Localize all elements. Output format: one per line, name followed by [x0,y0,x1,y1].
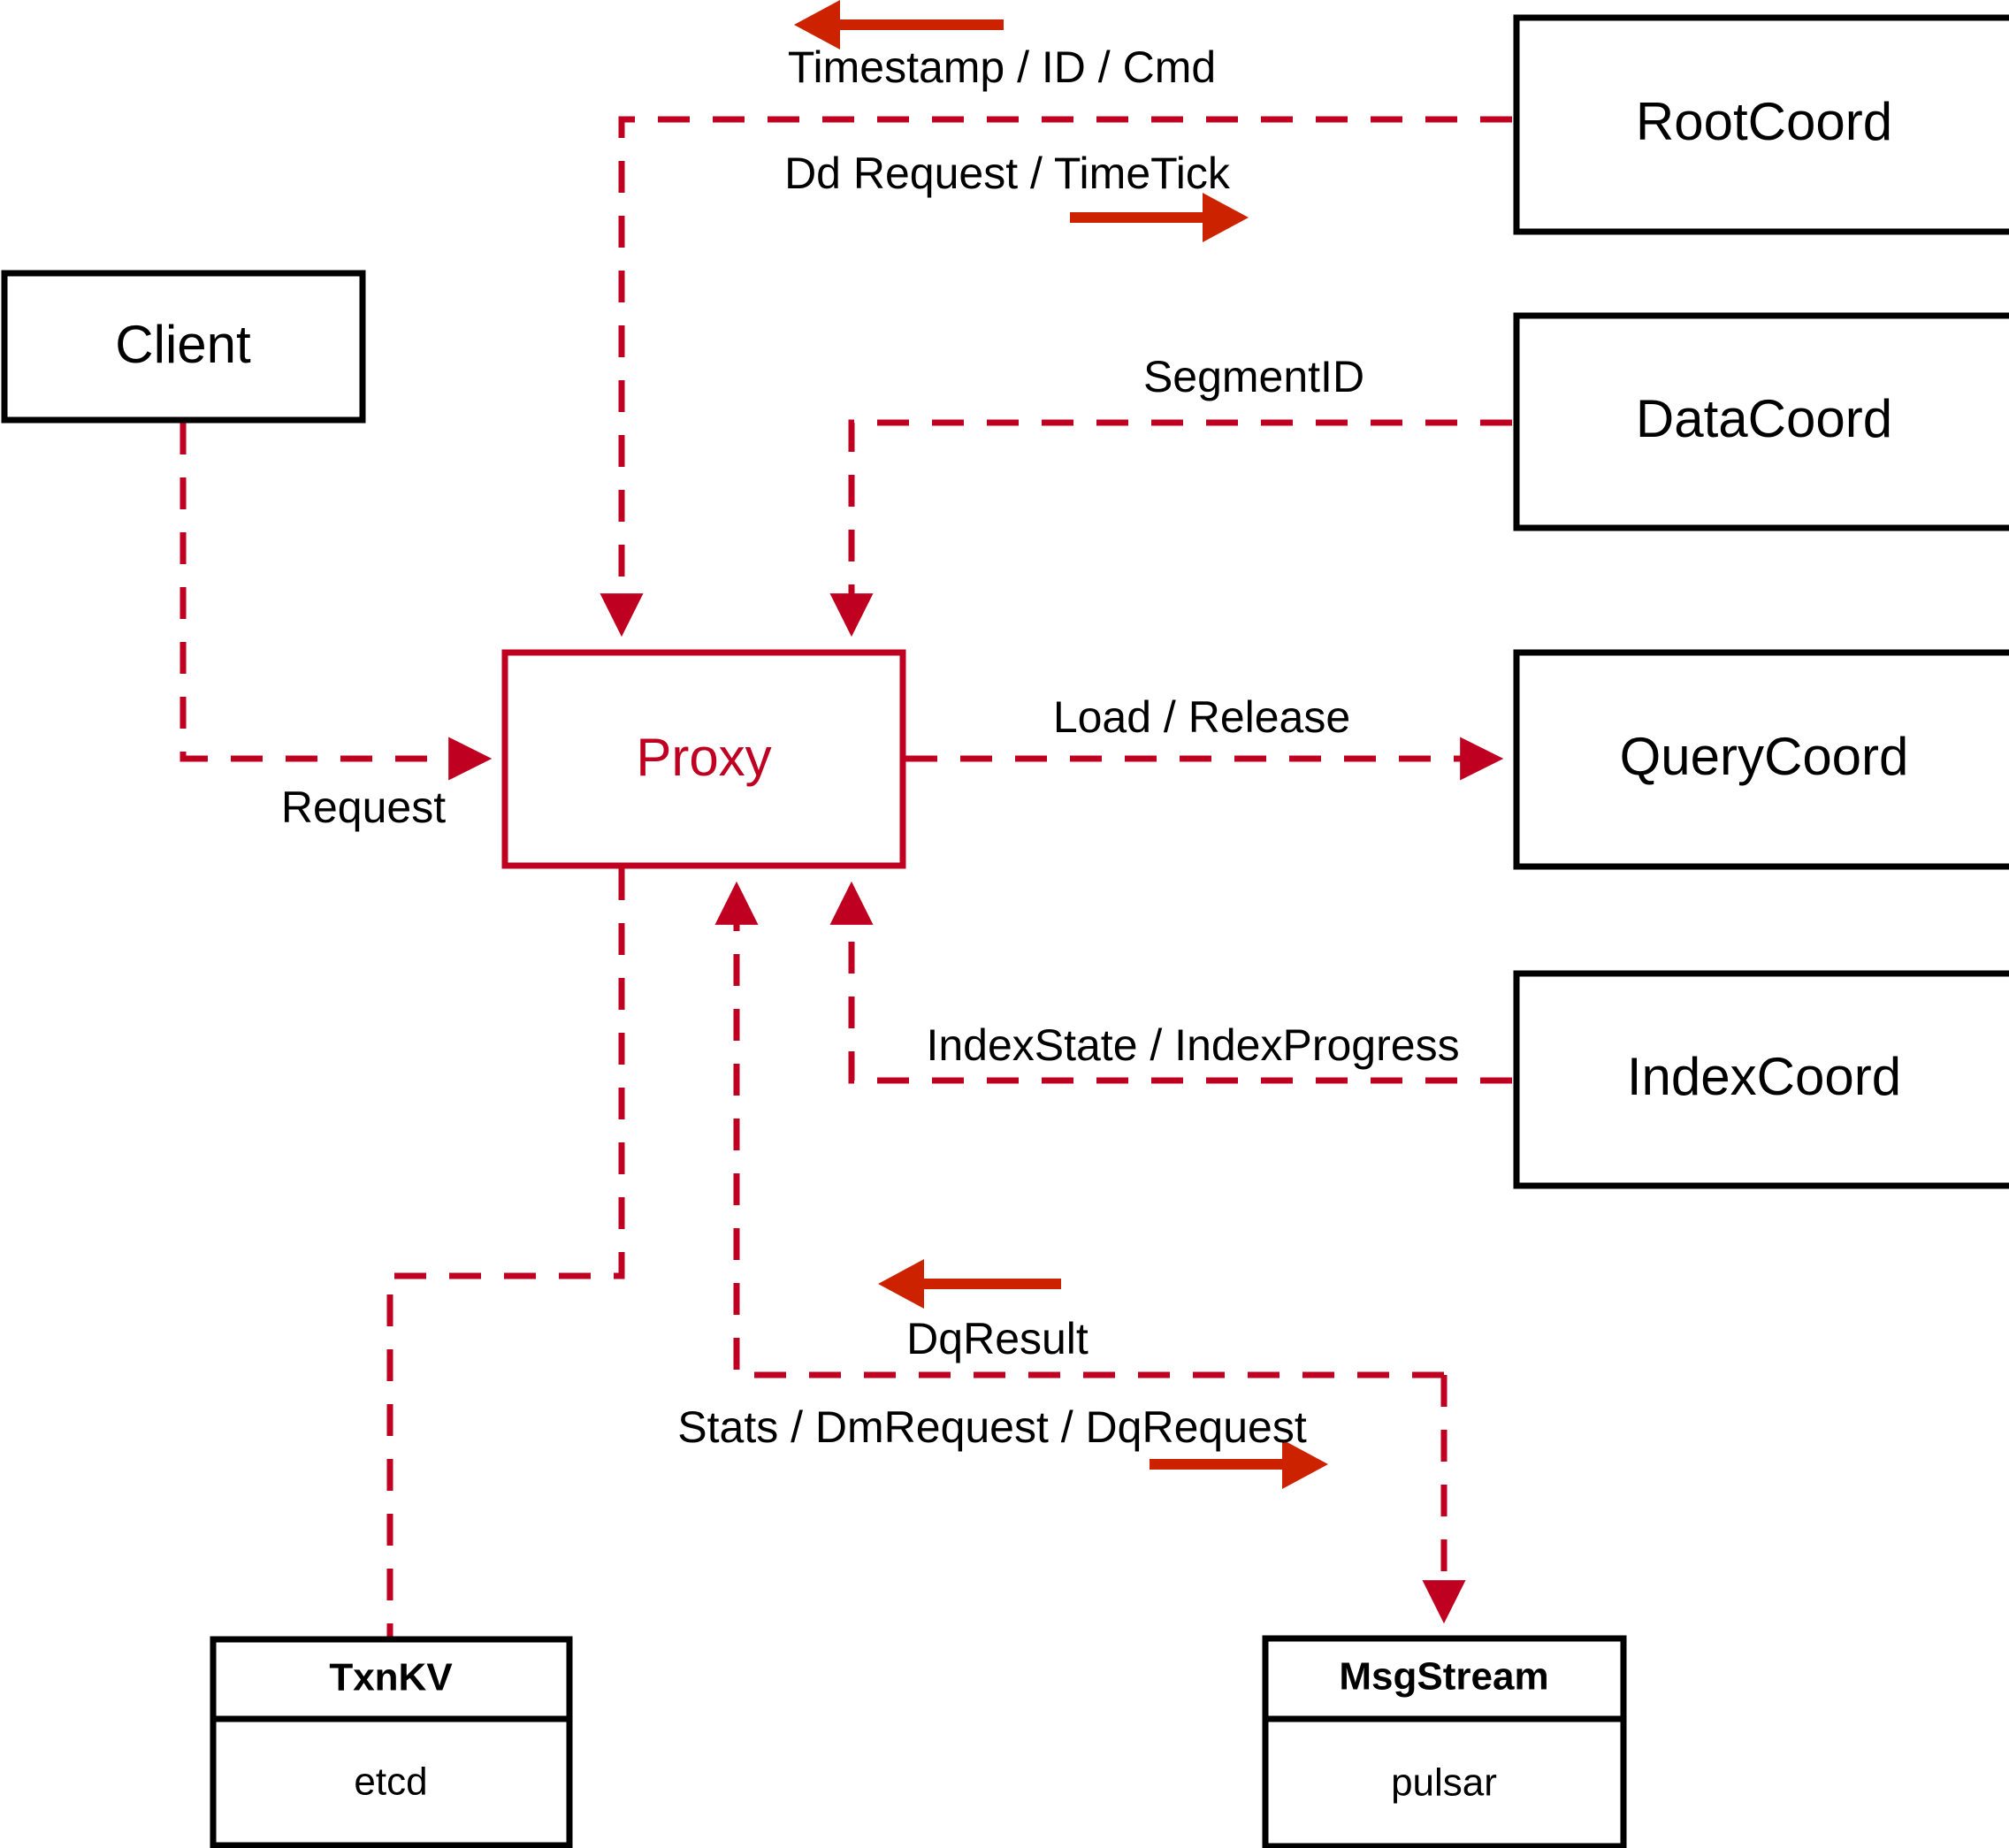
edge-segmentid [829,419,1512,638]
node-rootcoord-label: RootCoord [1636,92,1892,151]
edge-label-segmentid: SegmentID [1143,352,1364,401]
node-client[interactable]: Client [1,270,366,424]
direction-arrow-timestamp [794,0,1004,50]
edge-indexstate-indexprogress [829,881,1512,1084]
edge-proxy-txnkv [386,868,625,1637]
node-indexcoord-label: IndexCoord [1627,1047,1901,1106]
edge-label-ddrequest: Dd Request / TimeTick [784,149,1231,198]
edge-dqresult [714,881,1444,1378]
store-txnkv[interactable]: TxnKV etcd [210,1636,573,1848]
node-querycoord-label: QueryCoord [1620,727,1909,786]
store-msgstream-body: pulsar [1391,1761,1497,1805]
direction-arrow-dqresult [878,1259,1061,1309]
edge-label-request: Request [281,783,446,832]
store-msgstream-header: MsgStream [1339,1655,1548,1699]
edge-label-loadrelease: Load / Release [1053,692,1350,742]
node-client-label: Client [115,315,251,374]
store-msgstream[interactable]: MsgStream pulsar [1262,1635,1627,1848]
direction-arrow-ddrequest [1070,193,1249,242]
edge-label-stats: Stats / DmRequest / DqRequest [677,1402,1307,1452]
edge-request [180,423,493,781]
node-proxy[interactable]: Proxy [501,649,906,869]
edge-label-timestamp: Timestamp / ID / Cmd [788,42,1216,92]
edge-label-indexstate: IndexState / IndexProgress [926,1020,1459,1070]
node-querycoord[interactable]: QueryCoord [1513,649,2009,870]
node-datacoord[interactable]: DataCoord [1513,312,2009,531]
node-rootcoord[interactable]: RootCoord [1513,14,2009,235]
store-txnkv-body: etcd [354,1760,427,1804]
edge-timestamp-id-cmd [600,116,1512,638]
edge-label-dqresult: DqResult [906,1314,1089,1363]
node-datacoord-label: DataCoord [1636,389,1892,448]
store-txnkv-header: TxnKV [329,1656,453,1699]
direction-arrow-stats [1150,1439,1328,1489]
node-proxy-label: Proxy [636,728,771,787]
node-indexcoord[interactable]: IndexCoord [1513,970,2009,1189]
